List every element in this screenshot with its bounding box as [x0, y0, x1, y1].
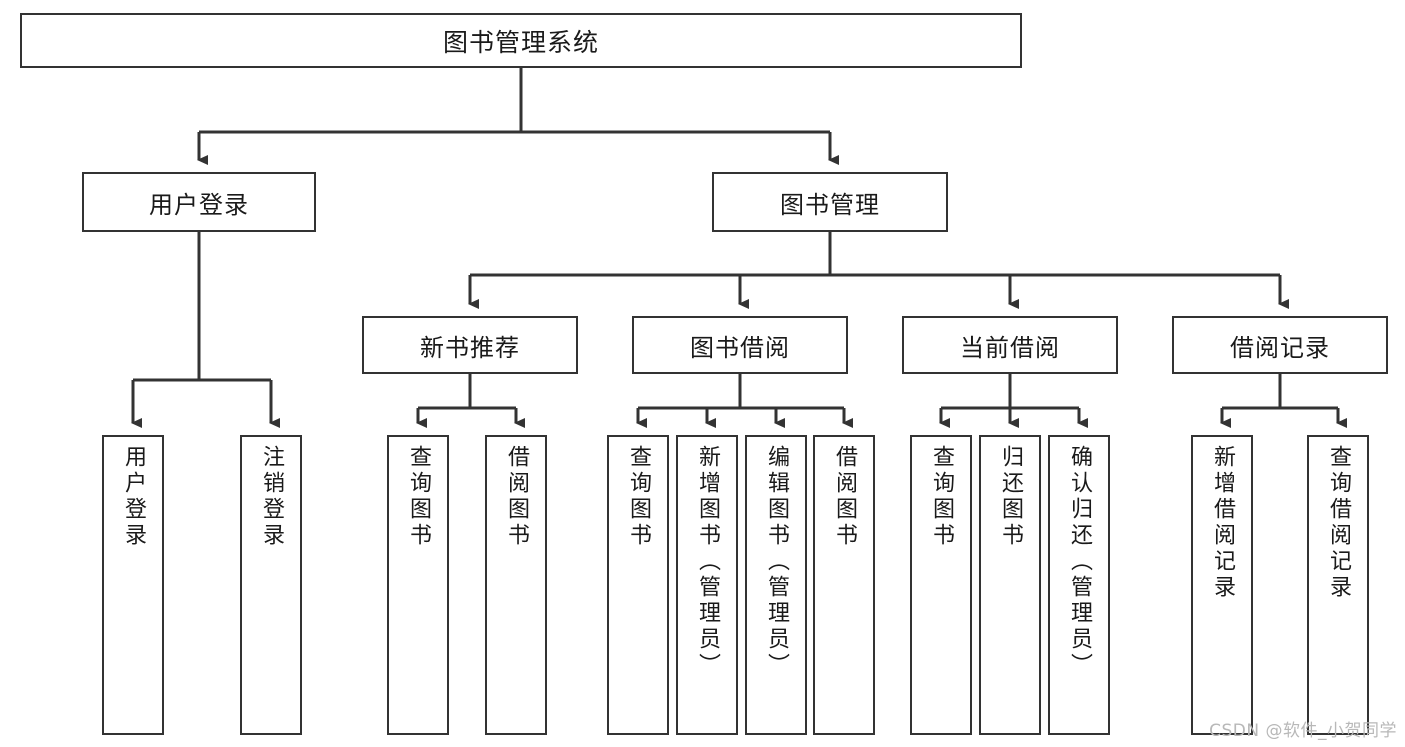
node-label: 查询图书	[406, 445, 431, 549]
node-label: 图书借阅	[690, 333, 790, 362]
leaf-edit-book-admin[interactable]: 编辑图书（管理员）	[745, 435, 807, 735]
node-label: 用户登录	[149, 190, 249, 219]
leaf-borrow-book[interactable]: 借阅图书	[813, 435, 875, 735]
node-label: 编辑图书（管理员）	[764, 445, 789, 679]
node-label: 用户登录	[121, 445, 146, 549]
node-label: 查询图书	[929, 445, 954, 549]
node-label: 确认归还（管理员）	[1067, 445, 1092, 679]
node-label: 图书管理系统	[442, 27, 599, 57]
node-label: 新书推荐	[420, 333, 520, 362]
node-borrow-records[interactable]: 借阅记录	[1172, 316, 1388, 374]
leaf-query-borrow-record[interactable]: 查询借阅记录	[1307, 435, 1369, 735]
leaf-borrow-book-recommend[interactable]: 借阅图书	[485, 435, 547, 735]
leaf-return-book[interactable]: 归还图书	[979, 435, 1041, 735]
leaf-query-book-current[interactable]: 查询图书	[910, 435, 972, 735]
leaf-user-login[interactable]: 用户登录	[102, 435, 164, 735]
leaf-confirm-return-admin[interactable]: 确认归还（管理员）	[1048, 435, 1110, 735]
watermark-text: CSDN @软件_小贺同学	[1209, 721, 1397, 741]
node-label: 当前借阅	[960, 333, 1060, 362]
node-label: 查询图书	[626, 445, 651, 549]
node-book-management[interactable]: 图书管理	[712, 172, 948, 232]
node-label: 借阅记录	[1230, 333, 1330, 362]
node-label: 图书管理	[780, 190, 880, 219]
leaf-logout-login[interactable]: 注销登录	[240, 435, 302, 735]
node-label: 注销登录	[259, 445, 284, 549]
leaf-query-book-recommend[interactable]: 查询图书	[387, 435, 449, 735]
leaf-add-book-admin[interactable]: 新增图书（管理员）	[676, 435, 738, 735]
node-book-borrow[interactable]: 图书借阅	[632, 316, 848, 374]
node-label: 新增借阅记录	[1210, 445, 1235, 601]
node-current-borrow[interactable]: 当前借阅	[902, 316, 1118, 374]
node-label: 新增图书（管理员）	[695, 445, 720, 679]
node-label: 借阅图书	[832, 445, 857, 549]
node-new-book-recommend[interactable]: 新书推荐	[362, 316, 578, 374]
node-user-login[interactable]: 用户登录	[82, 172, 316, 232]
node-root-system[interactable]: 图书管理系统	[20, 13, 1022, 68]
node-label: 借阅图书	[504, 445, 529, 549]
node-label: 归还图书	[998, 445, 1023, 549]
leaf-query-book-borrow[interactable]: 查询图书	[607, 435, 669, 735]
leaf-add-borrow-record[interactable]: 新增借阅记录	[1191, 435, 1253, 735]
node-label: 查询借阅记录	[1326, 445, 1351, 601]
